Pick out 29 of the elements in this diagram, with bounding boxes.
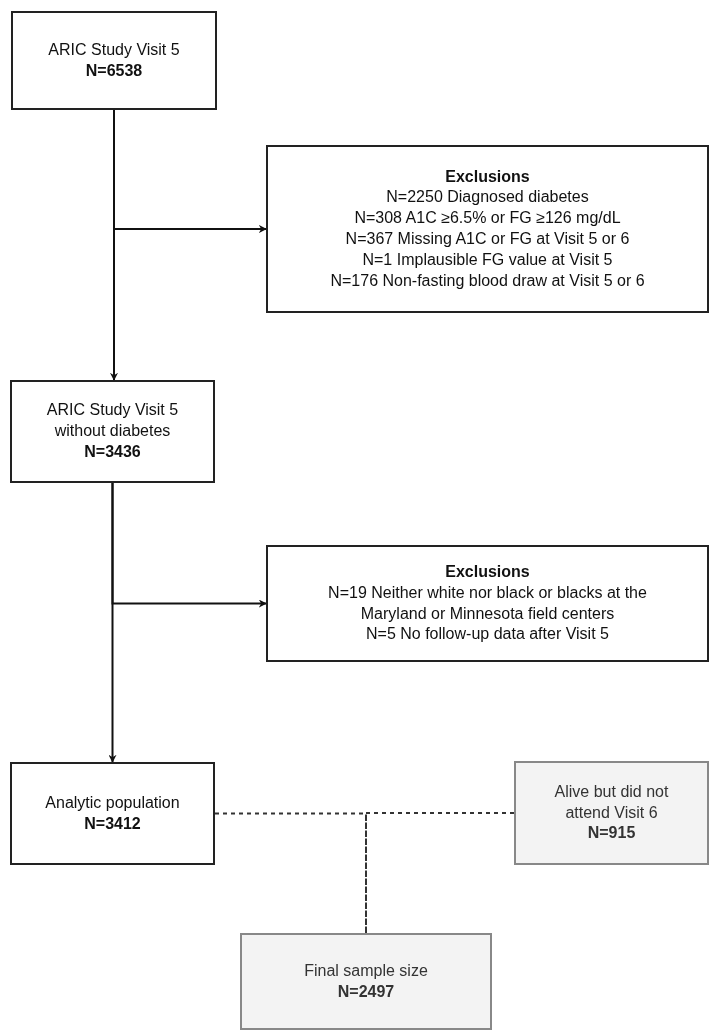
- box-text: ARIC Study Visit 5 without diabetes: [45, 400, 180, 442]
- box-heading: Exclusions: [445, 166, 530, 187]
- count-label: N=3412: [84, 813, 141, 834]
- box-text: N=2250 Diagnosed diabetes: [386, 187, 589, 208]
- count-label: N=3436: [84, 441, 141, 462]
- outcome-box: [514, 761, 709, 865]
- box-text: Analytic population: [45, 792, 180, 813]
- dashed-connector: [365, 812, 515, 934]
- box-text: N=19 Neither white nor black or blacks at the Maryland or Minnesota field centers: [327, 582, 648, 624]
- box-text: N=5 No follow-up data after Visit 5: [366, 624, 609, 645]
- count-label: N=6538: [85, 60, 143, 81]
- box-text: N=367 Missing A1C or FG at Visit 5 or 6: [345, 229, 630, 249]
- outcome-box: [240, 933, 492, 1030]
- process-box: [10, 380, 215, 483]
- box-text: Final sample size: [304, 960, 428, 981]
- count-label: N=2497: [337, 981, 395, 1002]
- box-text: N=1 Implausible FG value at Visit 5: [362, 249, 613, 270]
- process-box: [11, 11, 217, 110]
- arrow: [113, 109, 267, 233]
- box-text: N=308 A1C ≥6.5% or FG ≥126 mg/dL: [354, 208, 621, 229]
- box-text: N=176 Non-fasting blood draw at Visit 5 or 6: [330, 270, 645, 291]
- exclusion-box: [266, 145, 709, 313]
- exclusion-box: [266, 545, 709, 662]
- box-heading: Exclusions: [445, 561, 530, 582]
- count-label: N=915: [587, 823, 636, 844]
- box-text: Alive but did not attend Visit 6: [553, 781, 670, 823]
- process-box: [10, 762, 215, 865]
- box-text: ARIC Study Visit 5: [48, 39, 180, 60]
- arrow: [111, 482, 267, 608]
